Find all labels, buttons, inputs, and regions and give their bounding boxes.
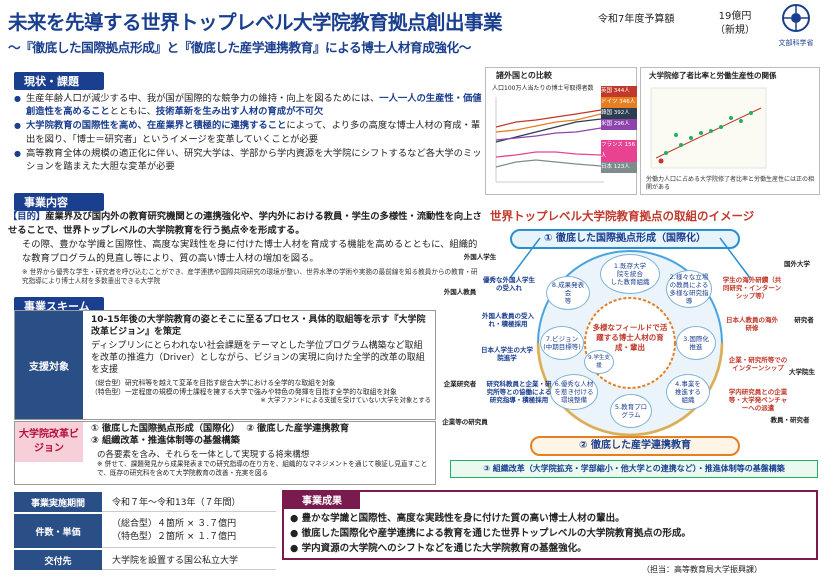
- node-8: 8.成果発表会 等: [546, 276, 590, 310]
- node-7: 7.ビジョン (中期目標等): [540, 326, 584, 360]
- doctorate-legend: 英国 344人 ドイツ 346人 韓国 392人 米国 296人 フランス 15…: [601, 86, 637, 173]
- left-label-6: 企業研究者: [443, 380, 477, 388]
- outcome-1: ● 豊かな学識と国際性、高度な実践性を身に付けた質の高い博士人材の輩出。: [290, 513, 625, 524]
- support-label: 支援対象: [15, 311, 83, 419]
- pillar-1: ① 徹底した国際拠点形成（国際化）: [510, 229, 740, 249]
- budget-amount: 19億円（新規）: [715, 11, 755, 36]
- node-5: 5.教育プロ グラム: [610, 394, 652, 428]
- image-title: 世界トップレベル大学院教育拠点の取組のイメージ: [490, 209, 755, 223]
- ministry-logo: 文部科学省: [770, 3, 822, 48]
- budget-label: 令和7年度予算額: [598, 14, 675, 25]
- left-label-7: 研究科教員と企業・研究所等との協働による研究指導・積極採用: [486, 380, 552, 404]
- outcome-box: 事業成果 ● 豊かな学識と国際性、高度な実践性を身に付けた質の高い博士人材の輩出…: [282, 490, 818, 560]
- purpose-detail: その際、豊かな学識と国際性、高度な実践性を身に付けた博士人材を育成する機能を高め…: [22, 239, 478, 264]
- pillar-3: ③ 組織改革（大学院拡充・学部縮小・他大学との連携など）・推進体制等の基盤構築: [450, 460, 818, 478]
- productivity-scatter: [650, 87, 767, 169]
- right-label-2: 学生の海外研鑽（共同研究・インターンシップ等）: [722, 276, 782, 300]
- right-label-4: 企業・研究所等でのインターンシップ: [728, 356, 788, 372]
- table-row: 事業実施期間 令和７年～令和13年（７年間）: [14, 492, 276, 512]
- doctorate-chart: 諸外国との比較 人口100万人当たりの博士号取得者数 英国 344人 ドイツ 3…: [485, 67, 637, 195]
- node-4: 4.事業を 推進する 組織: [666, 374, 710, 410]
- content-note: ※ 世界から優秀な学生・研究者を呼び込むことができ、産学連携や国際共同研究の環境…: [22, 268, 478, 285]
- productivity-chart: 大学院修了者比率と労働生産性の関係 労働力人口に占める大学院修了者比率と労働生産…: [640, 67, 820, 195]
- outcome-2: ● 徹底した国際化や産学連携による教育を通じた世界トップレベルの大学院教育拠点の…: [290, 528, 691, 539]
- current-b1: 生産年齢人口が減少する中、我が国が国際的な競争力の維持・向上を図るためには、一人…: [14, 92, 484, 118]
- outcome-list: ● 豊かな学識と国際性、高度な実践性を身に付けた質の高い博士人材の輩出。 ● 徹…: [290, 511, 815, 556]
- page-subtitle: ～『徹底した国際拠点形成』と『徹底した産学連携教育』による博士人材育成強化～: [8, 40, 471, 55]
- center-text: 多様なフィールドで活躍する博士人材の育成・輩出: [592, 323, 668, 352]
- current-list: 生産年齢人口が減少する中、我が国が国際的な競争力の維持・向上を図るためには、一人…: [14, 92, 484, 174]
- right-label-7: 大学院生: [789, 368, 815, 376]
- right-label-1: 国外大学: [784, 260, 810, 268]
- vision-box: 大学院改革ビジョン ① 徹底した国際拠点形成（国際化） ② 徹底した産学連携教育…: [14, 421, 436, 485]
- ministry-emblem-icon: [782, 4, 810, 32]
- section-content: 事業内容: [14, 193, 104, 211]
- page-title: 未来を先導する世界トップレベル大学院教育拠点創出事業: [8, 11, 503, 34]
- current-b3: 高等教育全体の規模の適正化に伴い、研究大学は、学部から学内資源を大学院にシフトす…: [14, 147, 484, 173]
- right-label-6: 研究者: [794, 316, 814, 324]
- node-1: 1.既存大学 院を統合 した教育組織: [600, 254, 660, 294]
- info-table: 事業実施期間 令和７年～令和13年（７年間） 件数・単価 （総合型）４箇所 × …: [14, 492, 276, 570]
- left-label-4: 外国人教員の受入れ・積極採用: [482, 312, 534, 328]
- node-6: 6.優秀な人材 を惹き付ける 環境整備: [550, 374, 598, 410]
- pillar-2: ② 徹底した産学連携教育: [530, 436, 740, 456]
- node-9: 9.学生支援: [584, 350, 614, 374]
- left-label-1: 外国人学生: [463, 253, 497, 261]
- table-row: 件数・単価 （総合型）４箇所 × ３.７億円 （特色型）２箇所 × １.７億円: [14, 514, 276, 548]
- left-label-3: 優秀な外国人学生の受入れ: [483, 276, 535, 292]
- node-2: 2.様々な立場 の教員による 多様な研究指導: [666, 270, 712, 308]
- node-3: 3.国際化 推進: [676, 326, 716, 360]
- support-contents: 10-15年後の大学院教育の姿とそこに至るプロセス・具体的取組等を示す『大学院改…: [91, 315, 431, 404]
- support-box: 支援対象 10-15年後の大学院教育の姿とそこに至るプロセス・具体的取組等を示す…: [14, 310, 436, 420]
- left-label-5: 日本人学生の大学院進学: [481, 346, 533, 362]
- right-label-5: 学内研究員との企業等・大学発ベンチャーへの派遣: [728, 388, 788, 412]
- source-note: （担当：高等教育局大学振興課）: [642, 565, 762, 574]
- section-current: 現状・課題: [14, 72, 104, 90]
- current-b2: 大学院教育の国際性を高め、在産業界と積極的に連携することによって、より多の高度な…: [14, 119, 484, 145]
- left-label-8: 企業等の研究員: [442, 418, 488, 426]
- doctorate-lines: [495, 97, 604, 183]
- right-label-8: 教員・研究者: [770, 416, 810, 424]
- image-diagram: 世界トップレベル大学院教育拠点の取組のイメージ ① 徹底した国際拠点形成（国際化…: [440, 198, 822, 488]
- left-label-2: 外国人教員: [443, 288, 477, 296]
- purpose-text: 【目的】産業界及び国内外の教育研究機関との連携強化や、学内外における教員・学生の…: [8, 211, 482, 236]
- right-label-3: 日本人教員の海外研修: [726, 316, 778, 332]
- table-row: 交付先 大学院を設置する国公私立大学: [14, 550, 276, 570]
- vision-label: 大学院改革ビジョン: [15, 422, 83, 462]
- outcome-3: ● 学内資源の大学院へのシフトなどを通じた大学院教育の基盤強化。: [290, 543, 587, 554]
